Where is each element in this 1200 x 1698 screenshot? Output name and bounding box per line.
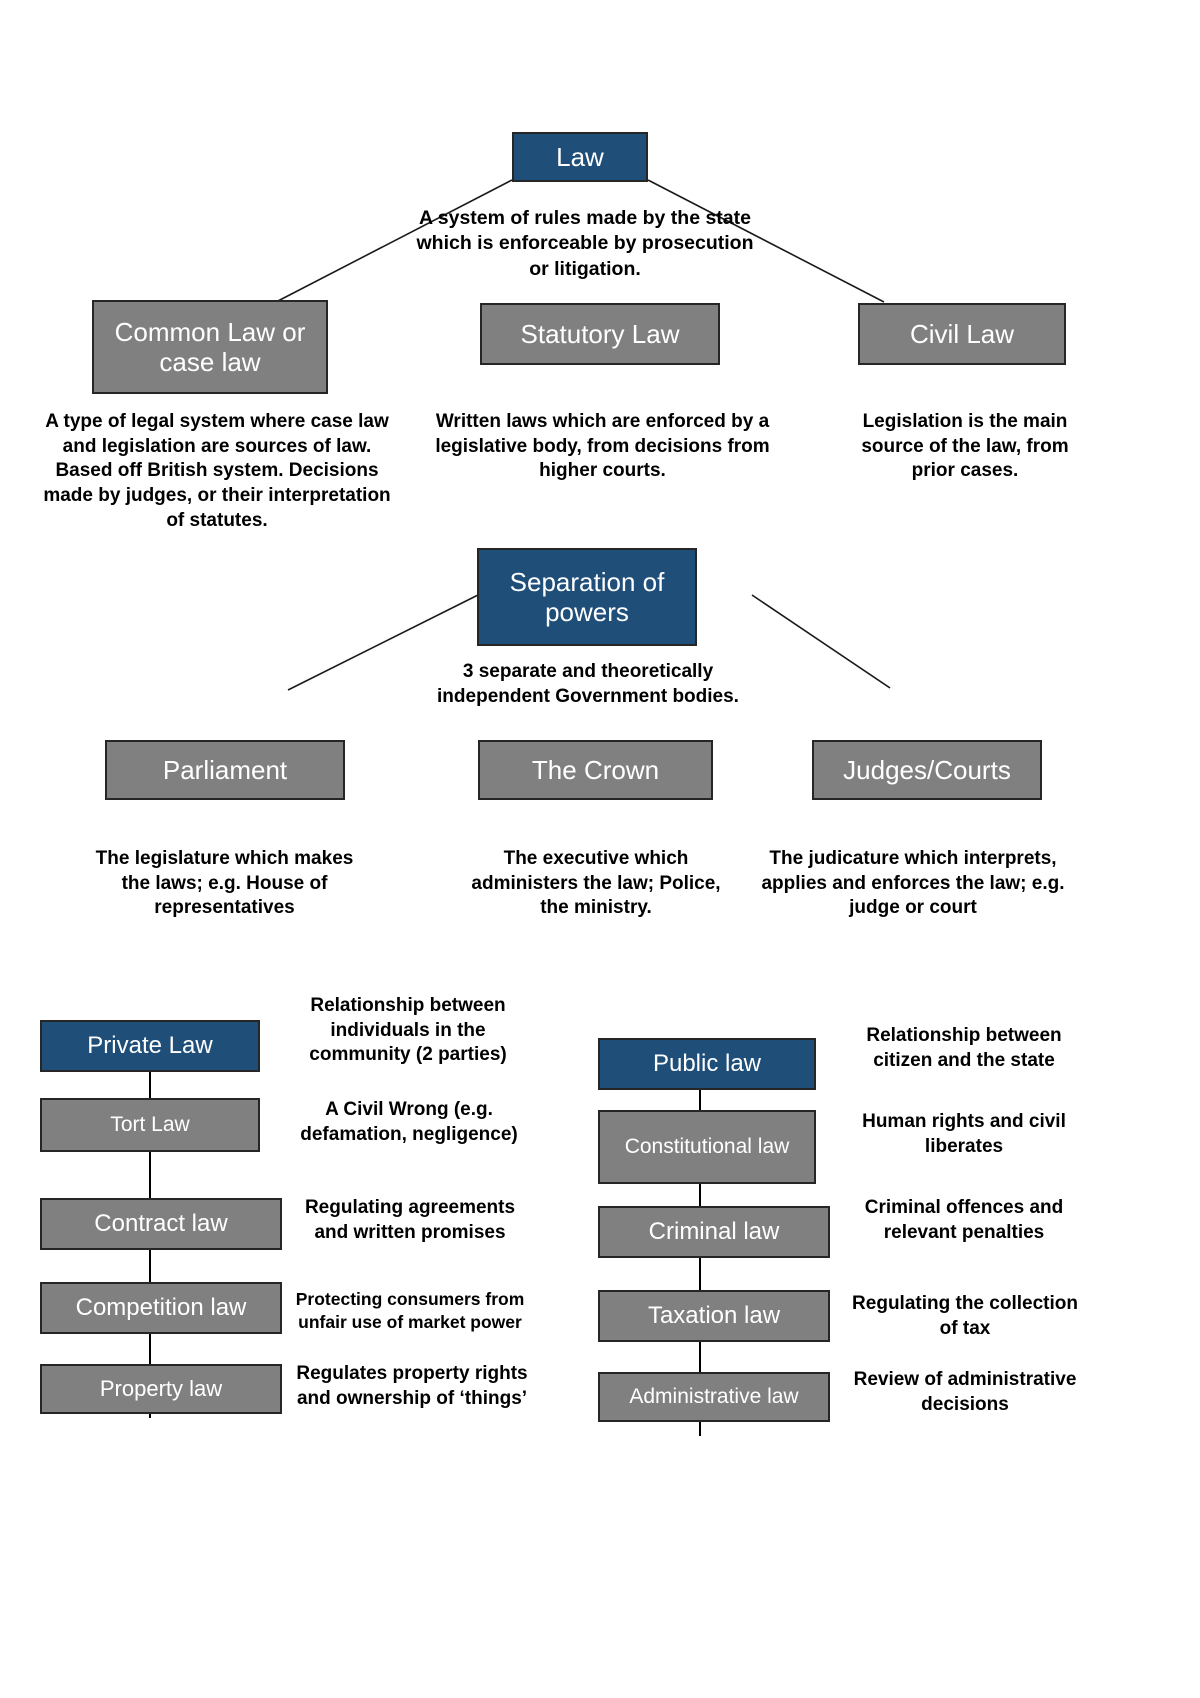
node-the-crown-label: The Crown xyxy=(531,754,660,785)
node-taxation-law-label: Taxation law xyxy=(647,1302,781,1330)
node-law[interactable]: Law xyxy=(512,132,648,182)
node-criminal-law[interactable]: Criminal law xyxy=(598,1206,830,1258)
caption-judges-courts: The judicature which interprets, applies… xyxy=(761,848,1065,919)
node-judges-courts-label: Judges/Courts xyxy=(843,754,1011,785)
node-parliament-label: Parliament xyxy=(162,754,288,785)
node-administrative-law-label: Administrative law xyxy=(629,1384,799,1408)
caption-parliament: The legislature which makes the laws; e.… xyxy=(95,848,354,919)
node-competition-law-label: Competition law xyxy=(75,1294,247,1322)
caption-separation-of-powers: 3 separate and theoretically independent… xyxy=(437,661,739,707)
node-contract-law-label: Contract law xyxy=(94,1210,228,1238)
node-administrative-law[interactable]: Administrative law xyxy=(598,1372,830,1422)
node-tort-law[interactable]: Tort Law xyxy=(40,1098,260,1152)
node-parliament[interactable]: Parliament xyxy=(105,740,345,800)
node-judges-courts[interactable]: Judges/Courts xyxy=(812,740,1042,800)
node-public-law-label: Public law xyxy=(652,1050,762,1078)
node-statutory-law[interactable]: Statutory Law xyxy=(480,303,720,365)
node-tort-law-label: Tort Law xyxy=(110,1112,190,1136)
caption-taxation-law: Regulating the collection of tax xyxy=(852,1293,1078,1339)
caption-private-law: Relationship between individuals in the … xyxy=(309,995,507,1066)
node-civil-law[interactable]: Civil Law xyxy=(858,303,1066,365)
node-criminal-law-label: Criminal law xyxy=(648,1218,780,1246)
node-constitutional-law[interactable]: Constitutional law xyxy=(598,1110,816,1184)
caption-the-crown: The executive which administers the law;… xyxy=(471,848,721,919)
node-contract-law[interactable]: Contract law xyxy=(40,1198,282,1250)
caption-common-law: A type of legal system where case law an… xyxy=(43,411,391,531)
node-private-law-label: Private Law xyxy=(87,1032,213,1060)
caption-competition-law: Protecting consumers from unfair use of … xyxy=(295,1289,525,1332)
node-constitutional-law-label: Constitutional law xyxy=(624,1134,790,1158)
caption-public-law: Relationship between citizen and the sta… xyxy=(866,1025,1062,1071)
caption-tort-law: A Civil Wrong (e.g. defamation, negligen… xyxy=(300,1099,518,1145)
caption-civil-law: Legislation is the main source of the la… xyxy=(861,411,1069,482)
public-law-spine xyxy=(699,1088,701,1436)
caption-property-law: Regulates property rights and ownership … xyxy=(296,1363,528,1409)
node-separation-of-powers[interactable]: Separation of powers xyxy=(477,548,697,646)
node-property-law[interactable]: Property law xyxy=(40,1364,282,1414)
node-common-law-label: Common Law or case law xyxy=(114,316,306,377)
node-statutory-law-label: Statutory Law xyxy=(520,318,680,349)
node-taxation-law[interactable]: Taxation law xyxy=(598,1290,830,1342)
node-common-law[interactable]: Common Law or case law xyxy=(92,300,328,394)
node-separation-of-powers-label: Separation of powers xyxy=(509,566,665,627)
caption-law: A system of rules made by the state whic… xyxy=(416,207,754,280)
node-property-law-label: Property law xyxy=(99,1376,223,1402)
caption-constitutional-law: Human rights and civil liberates xyxy=(862,1111,1066,1157)
node-the-crown[interactable]: The Crown xyxy=(478,740,713,800)
caption-contract-law: Regulating agreements and written promis… xyxy=(304,1197,516,1243)
node-competition-law[interactable]: Competition law xyxy=(40,1282,282,1334)
node-public-law[interactable]: Public law xyxy=(598,1038,816,1090)
caption-administrative-law: Review of administrative decisions xyxy=(853,1369,1077,1415)
node-private-law[interactable]: Private Law xyxy=(40,1020,260,1072)
node-law-label: Law xyxy=(556,141,604,172)
node-civil-law-label: Civil Law xyxy=(909,318,1015,349)
caption-criminal-law: Criminal offences and relevant penalties xyxy=(864,1197,1064,1243)
caption-statutory-law: Written laws which are enforced by a leg… xyxy=(435,411,770,482)
